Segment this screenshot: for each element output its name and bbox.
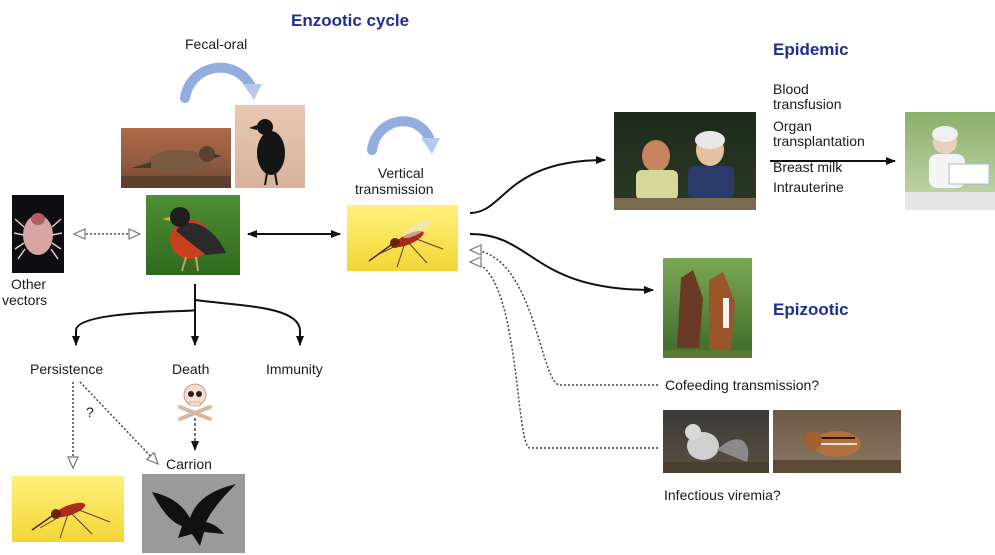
route-transplantation: transplantation [773, 134, 865, 149]
infectious-viremia-label: Infectious viremia? [664, 487, 781, 503]
other-vectors-label: Other vectors [10, 276, 47, 308]
tick-photo [12, 195, 64, 273]
tick-icon [12, 195, 64, 273]
vertical-line-2: transmission [355, 181, 434, 197]
route-organ: Organ [773, 119, 865, 134]
fecal-oral-curved-arrow-icon [185, 68, 262, 100]
mosquito-photo [347, 205, 458, 271]
squirrel-photo [663, 410, 769, 473]
human-routes-list: Blood transfusion Organ transplantation … [773, 82, 865, 195]
persistence-label: Persistence [30, 361, 103, 377]
chipmunk-icon [773, 410, 901, 473]
skull-crossbones-icon [176, 381, 214, 421]
death-label: Death [172, 361, 209, 377]
robin-photo [146, 195, 240, 275]
vertical-transmission-label: Vertical transmission [368, 165, 434, 197]
horses-photo [663, 258, 752, 358]
route-blood: Blood [773, 82, 865, 97]
vertical-line-1: Vertical [368, 165, 434, 181]
sparrow-icon [121, 128, 231, 188]
immunity-label: Immunity [266, 361, 323, 377]
crow-photo [235, 105, 305, 188]
route-transfusion: transfusion [773, 97, 865, 112]
question-mark-label: ? [86, 404, 94, 420]
crow-silhouette-photo [142, 474, 245, 553]
crow-silhouette-icon [142, 474, 245, 553]
cofeeding-transmission-label: Cofeeding transmission? [665, 377, 819, 393]
other-line-2: vectors [2, 292, 47, 308]
carrion-label: Carrion [166, 456, 212, 472]
robin-icon [146, 195, 240, 275]
chipmunk-photo [773, 410, 901, 473]
sparrow-photo [121, 128, 231, 188]
vertical-transmission-curved-arrow-icon [372, 121, 440, 154]
persistence-mosquito-photo [12, 476, 124, 542]
squirrel-icon [663, 410, 769, 473]
fecal-oral-label: Fecal-oral [185, 36, 247, 52]
persistence-mosquito-icon [12, 476, 124, 542]
patient-icon [905, 112, 995, 210]
mosquito-icon [347, 205, 458, 271]
route-intrauterine: Intrauterine [773, 180, 865, 195]
humans-icon [614, 112, 756, 210]
patient-photo [905, 112, 995, 210]
crow-icon [235, 105, 305, 188]
other-line-1: Other [10, 276, 47, 292]
humans-photo [614, 112, 756, 210]
route-breast-milk: Breast milk [773, 160, 865, 175]
horses-icon [663, 258, 752, 358]
